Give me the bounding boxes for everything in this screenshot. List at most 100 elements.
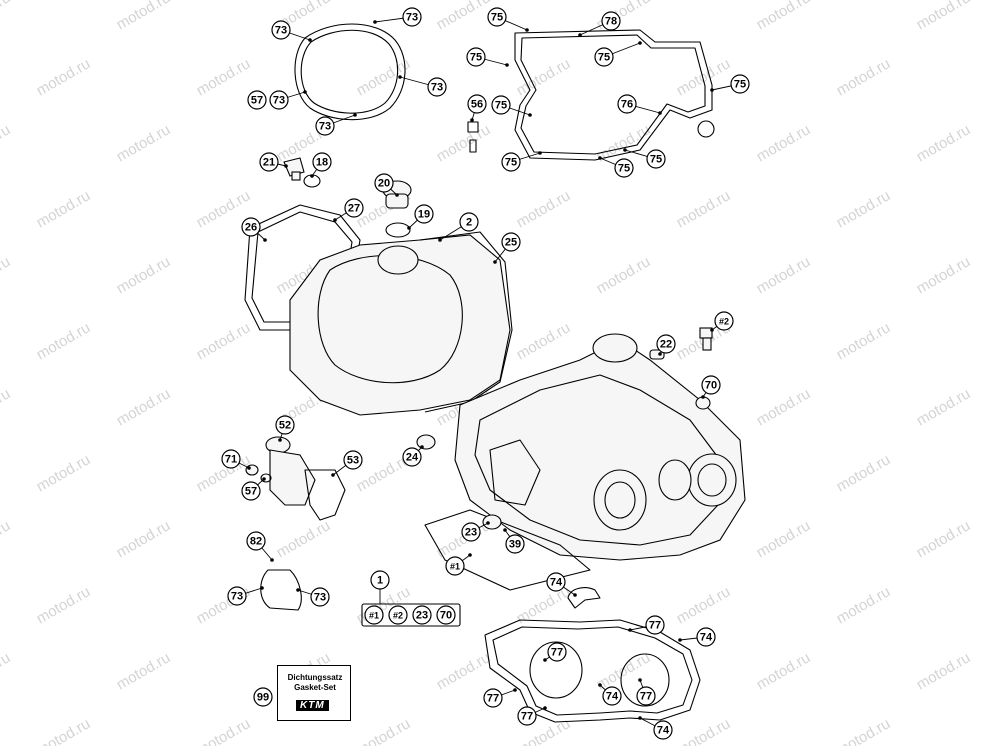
callout-c75h: 75	[623, 148, 666, 169]
callout-number: 75	[470, 52, 482, 64]
callout-h2a: #2	[710, 311, 734, 332]
watermark-text: motod.ru	[434, 121, 494, 165]
callout-number: 53	[347, 455, 359, 467]
water-pump-cover	[245, 436, 346, 521]
callout-bubble	[487, 7, 507, 27]
leader-dot	[538, 151, 542, 155]
leader-dot	[470, 118, 474, 122]
watermark-text: motod.ru	[914, 253, 974, 297]
leader-dot	[710, 328, 714, 332]
callout-number: 23	[465, 527, 477, 539]
callout-number: 24	[406, 452, 419, 464]
crankcase-gasket-bottom	[484, 619, 701, 723]
ignition-cover-gasket	[294, 23, 406, 121]
watermark-text: motod.ru	[0, 0, 13, 33]
callout-bubble	[483, 688, 503, 708]
callout-h1a: #1	[445, 553, 472, 576]
callout-c77a: 77	[628, 615, 665, 635]
callout-c74d: 74	[638, 716, 673, 740]
bushing-24	[416, 434, 436, 450]
callout-c20: 20	[374, 173, 399, 197]
callout-bubble	[653, 720, 673, 740]
callout-bubble	[617, 94, 637, 114]
watermark-text: motod.ru	[754, 0, 814, 33]
watermark-text: motod.ru	[0, 253, 13, 297]
callout-c73b: 73	[373, 7, 422, 27]
watermark-text: motod.ru	[0, 649, 13, 693]
callout-bubble	[459, 212, 479, 232]
callout-number: 18	[316, 157, 328, 169]
callout-c25: 25	[493, 232, 521, 264]
callout-number: 75	[618, 163, 630, 175]
callout-number: 77	[640, 691, 652, 703]
dowel-22	[649, 349, 665, 360]
watermark-text: motod.ru	[194, 715, 254, 746]
callout-c27: 27	[333, 198, 364, 222]
watermark-text: motod.ru	[34, 451, 94, 495]
leader-dot	[373, 20, 377, 24]
callout-bubble	[414, 204, 434, 224]
callout-number: 73	[275, 25, 287, 37]
callout-c2: 2	[438, 212, 479, 242]
callout-number: 77	[487, 693, 499, 705]
callout-number: 19	[418, 209, 430, 221]
watermark-text: motod.ru	[754, 253, 814, 297]
watermark-text: motod.ru	[754, 649, 814, 693]
leader-dot	[420, 445, 424, 449]
ktm-logo: KTM	[296, 700, 329, 711]
callout-bubble	[271, 20, 291, 40]
kit-bracket	[361, 587, 461, 627]
callout-bubble	[517, 706, 537, 726]
callout-number: 73	[319, 121, 331, 133]
callout-number: 26	[245, 222, 257, 234]
callout-bubble	[246, 531, 266, 551]
callout-c57a: 57	[247, 90, 267, 110]
callout-h2b: #2	[388, 605, 408, 625]
screw-56	[467, 121, 479, 153]
callout-bubble	[602, 686, 622, 706]
callout-c75f: 75	[501, 151, 542, 172]
watermark-text: motod.ru	[514, 187, 574, 231]
callout-c18: 18	[310, 152, 332, 178]
callout-number: #2	[393, 611, 403, 621]
leader-dot	[296, 588, 300, 592]
leader-dot	[247, 466, 251, 470]
callout-bubble	[427, 77, 447, 97]
callout-bubble	[467, 94, 487, 114]
watermark-text: motod.ru	[754, 385, 814, 429]
watermark-text: motod.ru	[914, 649, 974, 693]
callout-number: 2	[466, 217, 472, 229]
callout-number: 20	[378, 178, 390, 190]
callout-number: 77	[551, 647, 563, 659]
callout-c75c: 75	[594, 41, 642, 67]
callout-bubble	[253, 687, 273, 707]
callout-bubble	[259, 152, 279, 172]
leader-dot	[303, 90, 307, 94]
callout-number: 71	[225, 454, 237, 466]
callout-bubble	[402, 7, 422, 27]
watermark-text: motod.ru	[434, 649, 494, 693]
callout-number: 73	[406, 12, 418, 24]
watermark-text: motod.ru	[34, 715, 94, 746]
callout-number: 57	[251, 95, 263, 107]
leader-dot	[505, 63, 509, 67]
watermark-text: motod.ru	[754, 121, 814, 165]
callout-number: 77	[521, 711, 533, 723]
leader-dot	[503, 528, 507, 532]
watermark-text: motod.ru	[0, 121, 13, 165]
callout-bubble	[445, 556, 465, 576]
callout-number: 75	[491, 12, 503, 24]
callout-h1b: #1	[364, 605, 384, 625]
watermark-text: motod.ru	[274, 517, 334, 561]
leader-dot	[333, 218, 337, 222]
leader-dot	[543, 658, 547, 662]
leader-dot	[578, 33, 582, 37]
callout-bubble	[247, 90, 267, 110]
callout-bubble	[402, 447, 422, 467]
callout-bubble	[636, 686, 656, 706]
leader-dot	[353, 113, 357, 117]
clamp-74	[567, 587, 601, 609]
kit-title: Dichtungssatz Gasket-Set	[282, 673, 348, 693]
